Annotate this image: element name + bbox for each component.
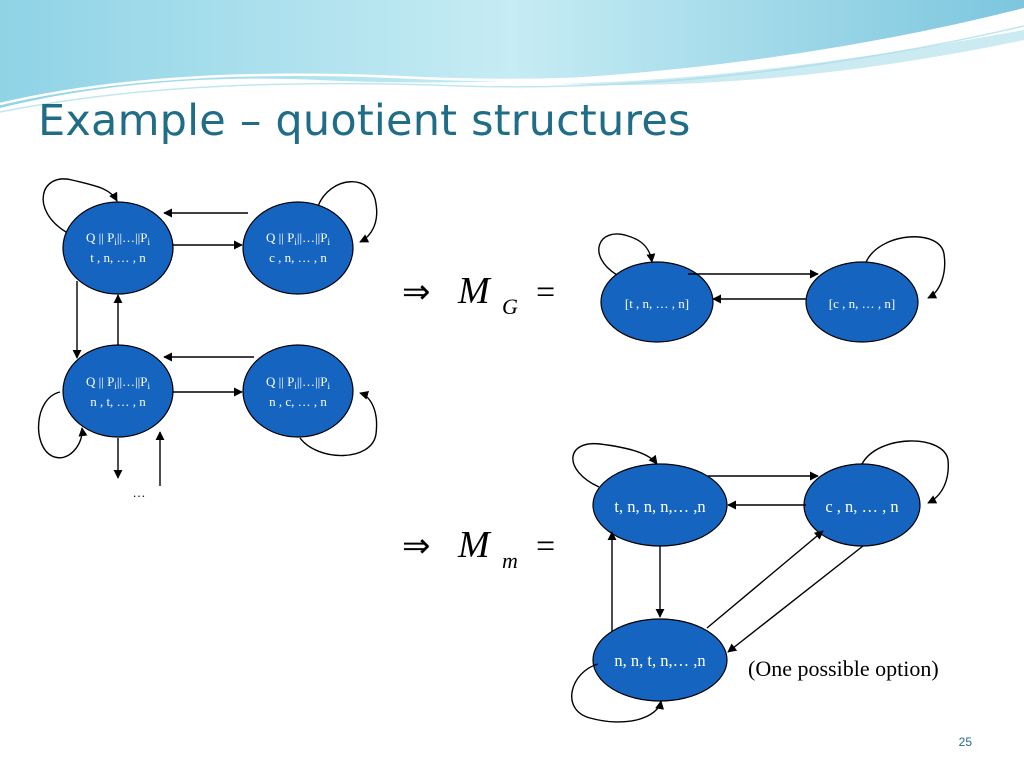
mm-node-t: t, n, n, n,… ,n xyxy=(614,497,705,516)
self-loop-arrow xyxy=(317,181,378,243)
mg-node-c: [c , n, … , n] xyxy=(829,296,895,311)
mm-node-c: c , n, … , n xyxy=(825,497,898,516)
self-loop-arrow xyxy=(42,178,118,233)
svg-text:=: = xyxy=(536,528,555,565)
state-node-n-t: Q || Pi||…||Pi n , t, … , n xyxy=(62,344,174,438)
mg-structure: [t , n, … , n] [c , n, … , n] xyxy=(598,233,946,343)
left-structure: Q || Pi||…||Pi t , n, … , n Q || Pi||…||… xyxy=(37,178,378,500)
self-loop-arrow xyxy=(572,443,658,488)
self-loop-arrow xyxy=(865,236,946,299)
state-label: n , c, … , n xyxy=(269,394,327,409)
svg-text:M: M xyxy=(457,270,492,312)
transition-arrow xyxy=(727,545,864,653)
option-note: (One possible option) xyxy=(748,656,939,681)
transition-arrow xyxy=(706,530,824,629)
svg-text:Q || Pi||…||Pi: Q || Pi||…||Pi xyxy=(86,374,150,391)
svg-text:Q || Pi||…||Pi: Q || Pi||…||Pi xyxy=(86,230,150,247)
state-node-n-c: Q || Pi||…||Pi n , c, … , n xyxy=(242,344,354,438)
svg-text:m: m xyxy=(502,548,518,573)
state-node-c: Q || Pi||…||Pi c , n, … , n xyxy=(242,201,354,295)
mm-structure: t, n, n, n,… ,n c , n, … , n n, n, t, n,… xyxy=(571,440,949,723)
svg-text:Q || Pi||…||Pi: Q || Pi||…||Pi xyxy=(266,230,330,247)
state-label: c , n, … , n xyxy=(269,250,327,265)
state-label: t , n, … , n xyxy=(90,250,146,265)
page-number: 25 xyxy=(958,735,972,749)
self-loop-arrow xyxy=(571,663,665,723)
mg-node-t: [t , n, … , n] xyxy=(625,296,689,311)
svg-text:⇒: ⇒ xyxy=(402,528,431,565)
header-wave-decoration xyxy=(0,0,1024,113)
self-loop-arrow xyxy=(37,391,88,459)
mg-equation: ⇒ M G = xyxy=(402,270,555,319)
mm-node-n: n, n, t, n,… ,n xyxy=(614,651,705,670)
svg-text:=: = xyxy=(536,274,555,311)
svg-text:G: G xyxy=(502,294,518,319)
svg-text:⇒: ⇒ xyxy=(402,274,431,311)
self-loop-arrow xyxy=(299,391,378,457)
svg-text:M: M xyxy=(457,524,492,566)
self-loop-arrow xyxy=(861,440,949,504)
ellipsis-label: … xyxy=(133,485,146,500)
state-node-t: Q || Pi||…||Pi t , n, … , n xyxy=(62,201,174,295)
state-label: n , t, … , n xyxy=(90,394,146,409)
self-loop-arrow xyxy=(598,233,656,276)
mm-equation: ⇒ M m = xyxy=(402,524,555,573)
slide-title: Example – quotient structures xyxy=(38,96,691,146)
svg-text:Q || Pi||…||Pi: Q || Pi||…||Pi xyxy=(266,374,330,391)
